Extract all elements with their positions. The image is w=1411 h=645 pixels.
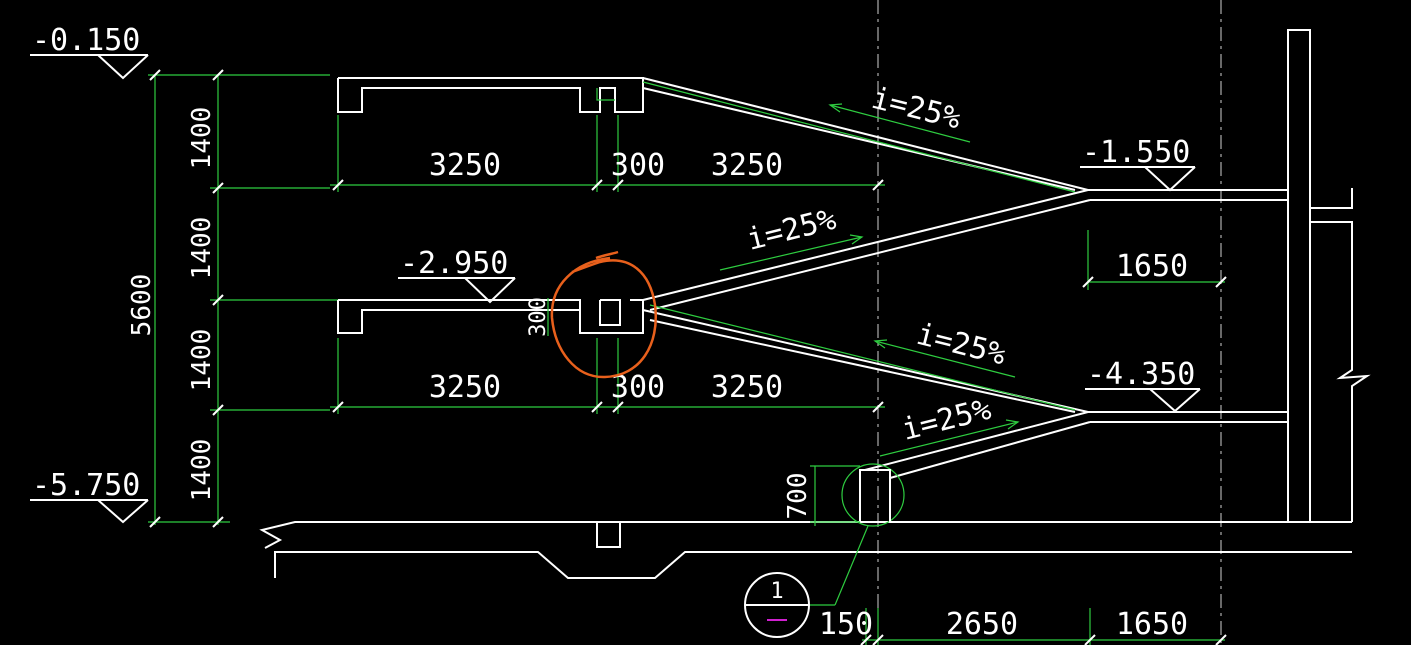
ramp-lower [864, 411, 1091, 479]
detail-number: 1 [770, 579, 783, 604]
vertical-dimension-total: 5600 [127, 69, 330, 528]
level-marker-right-upper: -1.550 [1080, 135, 1196, 192]
dim-seg-4: 1400 [187, 439, 217, 502]
detail-callout: 1 [744, 525, 869, 638]
dim-seg-3: 1400 [187, 329, 217, 392]
horizontal-dimension-lower: 3250 300 3250 [330, 338, 885, 414]
dim-right-1650-text: 1650 [1116, 249, 1188, 284]
dim-trench-text: 300 [526, 297, 551, 337]
slope-annotation-4: i=25% [879, 392, 1020, 457]
trench-dimension: 300 [526, 297, 551, 337]
dim-upper-1: 3250 [429, 148, 501, 183]
level-text-right-lower: -4.350 [1087, 357, 1195, 392]
right-dimension-1650: 1650 [1082, 230, 1227, 290]
vertical-dimension-chain: 1400 1400 1400 1400 [187, 69, 340, 528]
level-marker-top: -0.150 [30, 23, 149, 80]
ramp-upper [642, 77, 1089, 193]
dim-upper-2: 300 [611, 148, 665, 183]
markup-circle [550, 250, 658, 379]
dim-bottom-2: 2650 [946, 607, 1018, 642]
slope-text-2: i=25% [743, 202, 839, 258]
dim-seg-1: 1400 [187, 107, 217, 170]
ramp-middle-down [642, 304, 1089, 413]
horizontal-dimension-upper: 3250 300 3250 [330, 115, 885, 192]
level-marker-right-lower: -4.350 [1085, 357, 1201, 413]
ramp-middle-up [642, 189, 1091, 311]
dim-lower-1: 3250 [429, 370, 501, 405]
dim-bottom-3: 1650 [1116, 607, 1188, 642]
dim-seg-2: 1400 [187, 217, 217, 280]
level-text-top: -0.150 [32, 23, 140, 58]
right-structure [1088, 29, 1371, 522]
middle-slab [337, 299, 644, 334]
dim-total-text: 5600 [127, 274, 157, 337]
dim-lower-3: 3250 [711, 370, 783, 405]
slope-text-3: i=25% [913, 317, 1009, 373]
slope-annotation-2: i=25% [719, 202, 864, 271]
level-marker-bottom: -5.750 [30, 468, 149, 524]
level-text-right-upper: -1.550 [1082, 135, 1190, 170]
level-marker-mid-left: -2.950 [398, 246, 516, 304]
slope-annotation-1: i=25% [828, 81, 971, 143]
upper-slab [337, 77, 644, 113]
dim-bottom-1: 150 [819, 607, 873, 642]
dim-pit-700: 700 [783, 473, 813, 520]
sump-pit: 700 [783, 463, 905, 527]
foundation [259, 521, 1352, 579]
level-text-mid-left: -2.950 [400, 246, 508, 281]
level-text-bottom: -5.750 [32, 468, 140, 503]
dim-upper-3: 3250 [711, 148, 783, 183]
horizontal-dimension-bottom: 150 2650 1650 [819, 607, 1227, 645]
